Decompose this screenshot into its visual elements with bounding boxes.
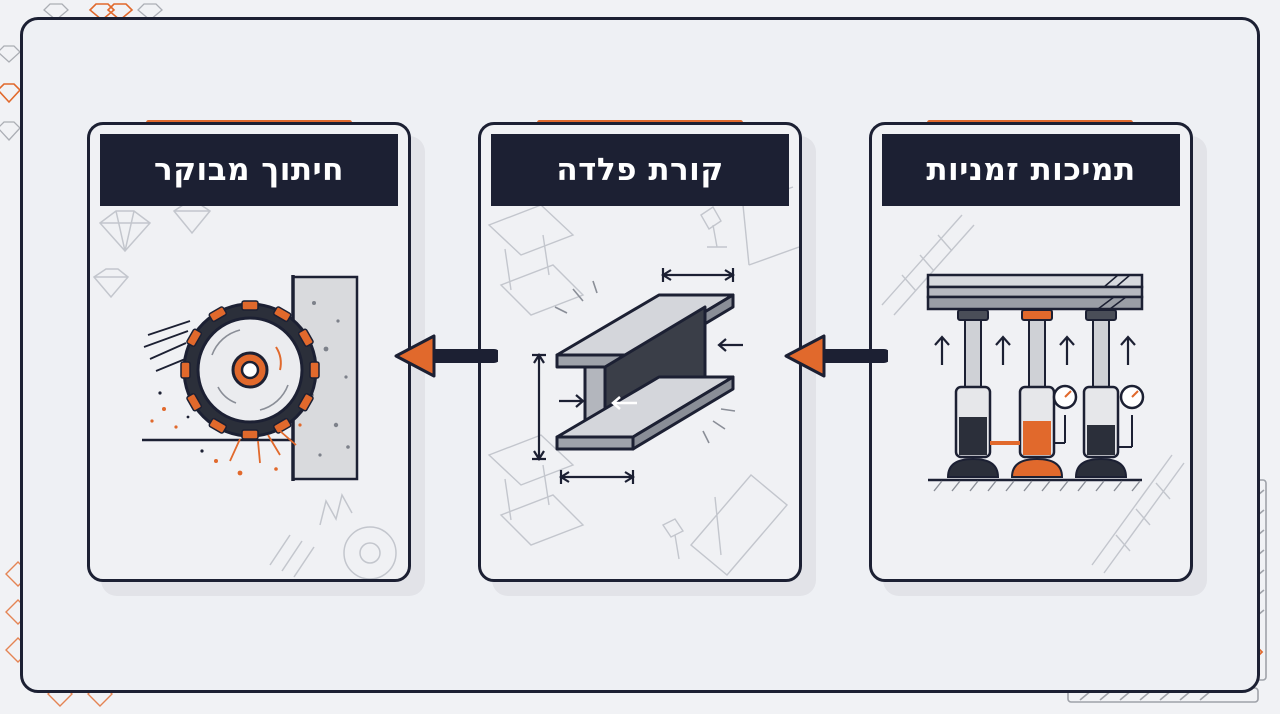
step-title: חיתוך מבוקר <box>100 134 398 206</box>
card-background-sketches <box>881 214 1185 574</box>
flow-arrow-left <box>394 334 498 378</box>
step-title: תמיכות זמניות <box>882 134 1180 206</box>
step-card-temporary-supports: תמיכות זמניות <box>869 122 1193 582</box>
diamond-saw-blade-icon <box>142 275 359 481</box>
flow-arrow-left <box>784 334 888 378</box>
diamond-pattern-icon <box>0 3 163 141</box>
steel-i-beam-icon <box>532 268 743 484</box>
hydraulic-jacks-icon <box>926 273 1145 492</box>
step-card-controlled-cutting: חיתוך מבוקר <box>87 122 411 582</box>
step-card-steel-beam: קורת פלדה <box>478 122 802 582</box>
step-title: קורת פלדה <box>491 134 789 206</box>
orange-diamond-icon <box>0 3 134 104</box>
card-background-sketches <box>92 202 397 579</box>
